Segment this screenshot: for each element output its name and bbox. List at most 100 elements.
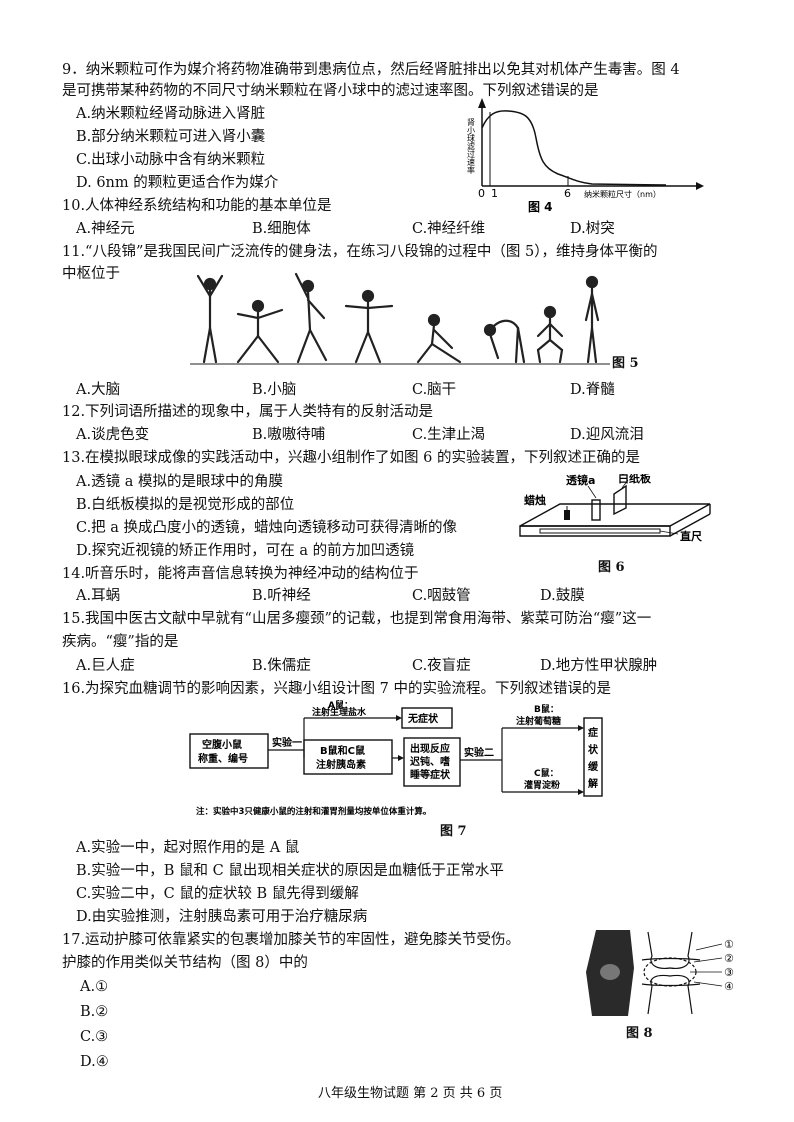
flow-box-symptoms bbox=[403, 737, 461, 787]
knee-mark-4: ④ bbox=[724, 980, 734, 993]
flow-bc-line2: 注射胰岛素 bbox=[316, 758, 366, 771]
flow-relief-1: 症 bbox=[588, 726, 598, 739]
figure-8-knee-joint: ① ② ③ ④ bbox=[586, 930, 734, 1016]
q15-option-b: B.侏儒症 bbox=[252, 658, 311, 674]
q10-option-a: A.神经元 bbox=[76, 221, 135, 237]
label-lens: 透镜a bbox=[566, 474, 595, 487]
q17-option-b: B.② bbox=[80, 1004, 109, 1020]
q17-option-c: C.③ bbox=[80, 1029, 109, 1045]
chart-x-arrow bbox=[696, 182, 704, 190]
figure-person-8 bbox=[584, 275, 600, 364]
figure-person-5 bbox=[416, 313, 462, 364]
flow-note: 注：实验中3只健康小鼠的注射和灌胃剂量均按单位体重计算。 bbox=[196, 806, 431, 817]
q14-option-c: C.咽鼓管 bbox=[412, 588, 471, 604]
flow-relief-2: 状 bbox=[588, 743, 599, 756]
q14-option-a: A.耳蜗 bbox=[76, 588, 121, 604]
q10-option-d: D.树突 bbox=[570, 221, 615, 237]
flow-a-mouse-treatment: 注射生理盐水 bbox=[312, 706, 367, 718]
chart-ylabel: 肾小球滤过速率 bbox=[467, 118, 476, 175]
knee-mark-2: ② bbox=[724, 952, 734, 965]
q15-stem-line2: 疾病。“瘿”指的是 bbox=[62, 634, 179, 650]
flow-relief-3: 缓 bbox=[587, 760, 599, 773]
q13-option-c: C.把 a 换成凸度小的透镜，蜡烛向透镜移动可获得清晰的像 bbox=[76, 520, 458, 536]
q12-stem: 12.下列词语所描述的现象中，属于人类特有的反射活动是 bbox=[62, 404, 434, 420]
q16-option-b: B.实验一中，B 鼠和 C 鼠出现相关症状的原因是血糖低于正常水平 bbox=[76, 863, 504, 879]
flow-exp2-label: 实验二 bbox=[464, 746, 494, 759]
q15-option-d: D.地方性甲状腺肿 bbox=[540, 658, 658, 674]
white-board bbox=[613, 484, 627, 516]
q11-option-d: D.脊髓 bbox=[570, 382, 615, 398]
q12-option-b: B.嗷嗷待哺 bbox=[252, 427, 326, 443]
q10-stem: 10.人体神经系统结构和功能的基本单位是 bbox=[62, 198, 332, 214]
q14-option-d: D.鼓膜 bbox=[540, 588, 585, 604]
flow-no-symptoms: 无症状 bbox=[407, 712, 439, 725]
flow-box-relief bbox=[583, 717, 603, 797]
figure-person-6 bbox=[483, 319, 526, 364]
figure-5-baduanjin-illustration bbox=[190, 272, 610, 365]
label-ruler: 直尺 bbox=[680, 529, 702, 543]
apparatus-base-front bbox=[519, 525, 671, 537]
flow-exp1-label: 实验一 bbox=[272, 736, 302, 749]
flow-react-line3: 睡等症状 bbox=[410, 768, 451, 781]
flow-c-mouse-label: C鼠： bbox=[534, 767, 559, 779]
q13-option-b: B.白纸板模拟的是视觉形成的部位 bbox=[76, 497, 295, 513]
q10-option-b: B.细胞体 bbox=[252, 221, 311, 237]
chart-xlabel: 纳米颗粒尺寸（nm） bbox=[584, 189, 661, 199]
q9-option-b: B.部分纳米颗粒可进入肾小囊 bbox=[76, 129, 266, 145]
chart-tick-0: 0 bbox=[478, 187, 485, 200]
q16-option-d: D.由实验推测，注射胰岛素可用于治疗糖尿病 bbox=[76, 909, 368, 925]
figure-7-caption: 图 7 bbox=[440, 824, 467, 839]
figure-person-7 bbox=[536, 305, 564, 364]
figure-6-eye-model-apparatus: 透镜a 白纸板 蜡烛 直尺 bbox=[519, 474, 711, 543]
q11-stem-line1: 11.“八段锦”是我国民间广泛流传的健身法，在练习八段锦的过程中（图 5），维持… bbox=[62, 244, 658, 260]
chart-y-arrow bbox=[478, 98, 486, 108]
q9-stem-line1: 9．纳米颗粒可作为媒介将药物准确带到患病位点，然后经肾脏排出以免其对机体产生毒害… bbox=[62, 62, 680, 78]
figure-8-caption: 图 8 bbox=[626, 1026, 653, 1041]
apparatus-base bbox=[519, 503, 711, 527]
label-candle: 蜡烛 bbox=[524, 493, 546, 507]
q10-option-c: C.神经纤维 bbox=[412, 221, 486, 237]
flow-box-start bbox=[189, 733, 269, 769]
q11-option-b: B.小脑 bbox=[252, 382, 297, 398]
page-footer: 八年级生物试题 第 2 页 共 6 页 bbox=[318, 1086, 503, 1101]
q13-option-d: D.探究近视镜的矫正作用时，可在 a 的前方加凹透镜 bbox=[76, 543, 415, 559]
chart-tick-1: 1 bbox=[491, 187, 498, 200]
ruler bbox=[539, 528, 661, 534]
chart-tick-6: 6 bbox=[564, 187, 571, 200]
figure-6-caption: 图 6 bbox=[598, 560, 625, 575]
q16-option-a: A.实验一中，起对照作用的是 A 鼠 bbox=[76, 840, 300, 856]
flow-a-mouse-label: A鼠： bbox=[328, 700, 353, 711]
q17-stem-line1: 17.运动护膝可依靠紧实的包裹增加膝关节的牢固性，避免膝关节受伤。 bbox=[62, 932, 521, 948]
q12-option-d: D.迎风流泪 bbox=[570, 427, 644, 443]
knee-joint-diagram bbox=[641, 931, 701, 1015]
q17-option-a: A.① bbox=[80, 979, 109, 995]
figure-4-filtration-chart: 肾小球滤过速率 0 1 6 纳米颗粒尺寸（nm） 图 4 bbox=[467, 98, 704, 214]
q9-option-d: D. 6nm 的颗粒更适合作为媒介 bbox=[76, 175, 279, 191]
knee-mark-1: ① bbox=[724, 938, 734, 951]
knee-brace-patch bbox=[600, 964, 620, 980]
q13-option-a: A.透镜 a 模拟的是眼球中的角膜 bbox=[76, 474, 283, 490]
q16-option-c: C.实验二中，C 鼠的症状较 B 鼠先得到缓解 bbox=[76, 886, 359, 902]
q11-option-c: C.脑干 bbox=[412, 382, 457, 398]
q17-option-d: D.④ bbox=[80, 1054, 109, 1070]
flow-start-line2: 称重、编号 bbox=[198, 752, 248, 765]
flow-react-line2: 迟钝、嗜 bbox=[410, 755, 450, 768]
q14-option-b: B.听神经 bbox=[252, 588, 311, 604]
flow-c-mouse-treatment: 灌胃淀粉 bbox=[524, 779, 560, 791]
figure-person-3 bbox=[294, 272, 328, 364]
flow-b-mouse-treatment: 注射葡萄糖 bbox=[516, 715, 561, 727]
q14-stem: 14.听音乐时，能将声音信息转换为神经冲动的结构位于 bbox=[62, 566, 419, 582]
flow-relief-4: 解 bbox=[588, 777, 598, 790]
knee-mark-3: ③ bbox=[724, 966, 734, 979]
flow-bc-line1: B鼠和C鼠 bbox=[320, 744, 365, 757]
figure-4-caption: 图 4 bbox=[528, 200, 553, 214]
q13-stem: 13.在模拟眼球成像的实践活动中，兴趣小组制作了如图 6 的实验装置，下列叙述正… bbox=[62, 450, 640, 466]
q15-option-c: C.夜盲症 bbox=[412, 658, 471, 674]
flow-box-no-symptoms bbox=[401, 707, 453, 729]
flow-start-line1: 空腹小鼠 bbox=[202, 738, 242, 751]
lens-a bbox=[591, 499, 601, 521]
figure-person-4 bbox=[344, 289, 394, 364]
q17-stem-line2: 护膝的作用类似关节结构（图 8）中的 bbox=[62, 955, 308, 971]
q9-option-c: C.出球小动脉中含有纳米颗粒 bbox=[76, 152, 266, 168]
q9-option-a: A.纳米颗粒经肾动脉进入肾脏 bbox=[76, 106, 266, 122]
